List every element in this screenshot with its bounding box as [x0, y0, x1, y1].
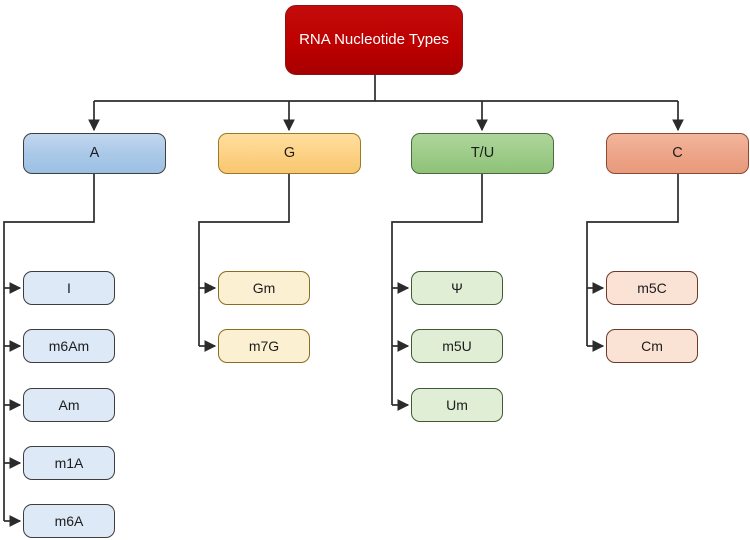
node-base-a[interactable]: A [23, 133, 166, 174]
edge-a-trunk [3, 174, 95, 521]
edge-g-trunk [198, 174, 290, 346]
node-root[interactable]: RNA Nucleotide Types [285, 5, 463, 75]
node-base-g[interactable]: G [218, 133, 361, 174]
edge-c-trunk [586, 174, 679, 346]
node-mod-am[interactable]: Am [23, 388, 115, 422]
node-mod-psi[interactable]: Ψ [411, 271, 503, 305]
node-base-c[interactable]: C [606, 133, 749, 174]
node-mod-gm[interactable]: Gm [218, 271, 310, 305]
node-mod-m6am[interactable]: m6Am [23, 329, 115, 363]
node-mod-m1a[interactable]: m1A [23, 446, 115, 480]
node-mod-m5c[interactable]: m5C [606, 271, 698, 305]
node-mod-m5u[interactable]: m5U [411, 329, 503, 363]
node-base-tu[interactable]: T/U [411, 133, 554, 174]
node-mod-m6a[interactable]: m6A [23, 504, 115, 538]
node-mod-i[interactable]: I [23, 271, 115, 305]
node-mod-um[interactable]: Um [411, 388, 503, 422]
node-mod-m7g[interactable]: m7G [218, 329, 310, 363]
edge-tu-trunk [391, 174, 483, 405]
node-mod-cm[interactable]: Cm [606, 329, 698, 363]
